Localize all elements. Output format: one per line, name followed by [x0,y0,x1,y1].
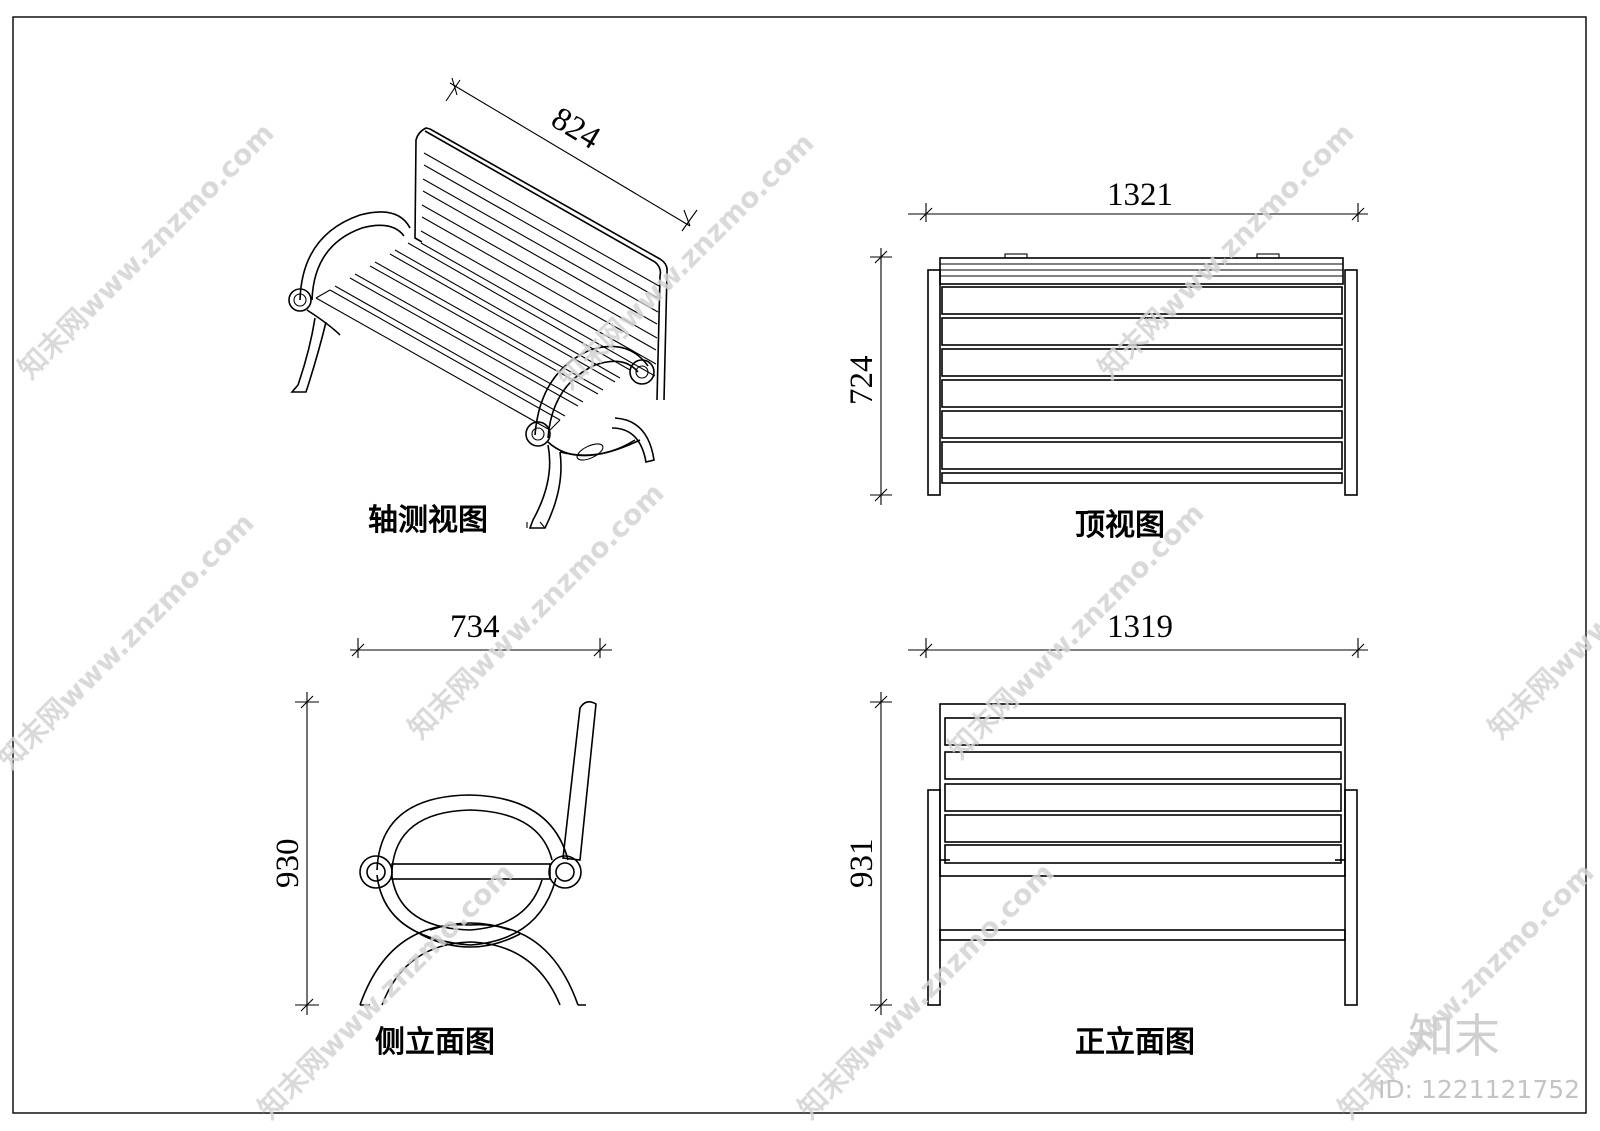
front-dimension-vertical: 931 [844,692,892,1015]
top-dim-width: 1321 [1107,177,1173,213]
top-view: 1321 724 顶视图 [844,177,1368,543]
front-dim-width: 1319 [1107,609,1173,645]
watermark-1: 知末网www.znzmo.com [12,116,281,385]
front-view: 1319 931 正立面图 [844,609,1368,1060]
front-dimension-horizontal: 1319 [908,609,1368,658]
side-dimension-vertical: 930 [270,692,319,1015]
top-dim-depth: 724 [844,356,880,406]
watermark-7: 知末网www.znzmo.com [1482,476,1600,745]
front-caption: 正立面图 [1075,1025,1195,1060]
watermark-9: 知末网www.znzmo.com [792,856,1061,1125]
front-dim-height: 931 [844,839,880,889]
left-armrest [288,211,411,393]
side-dim-height: 930 [270,839,306,889]
top-slats [941,286,1343,484]
top-caption: 顶视图 [1075,508,1165,543]
axonometric-caption: 轴测视图 [368,503,488,538]
top-dimension-vertical: 724 [844,248,892,505]
top-dimension-horizontal: 1321 [908,177,1368,222]
axonometric-dimension: 824 [445,77,698,232]
sheet-border [12,16,1587,1114]
watermark-8: 知末网www.znzmo.com [252,856,521,1125]
side-dim-width: 734 [450,609,500,645]
front-slats [944,717,1342,864]
watermark-logo: 知末 [1408,1009,1500,1063]
watermark-id: ID: 1221121752 [1378,1075,1580,1104]
watermark-4: 知末网www.znzmo.com [0,506,260,775]
side-caption: 侧立面图 [375,1025,495,1060]
axonometric-dim-length: 824 [545,101,606,157]
side-dimension-horizontal: 734 [350,609,612,658]
right-armrest [525,345,655,529]
side-view: 734 930 侧立面图 [270,609,612,1060]
backrest-slats [420,152,660,377]
watermark-layer: 知末网www.znzmo.com 知末网www.znzmo.com 知末网www… [0,116,1600,1125]
seat-slats [315,242,631,431]
